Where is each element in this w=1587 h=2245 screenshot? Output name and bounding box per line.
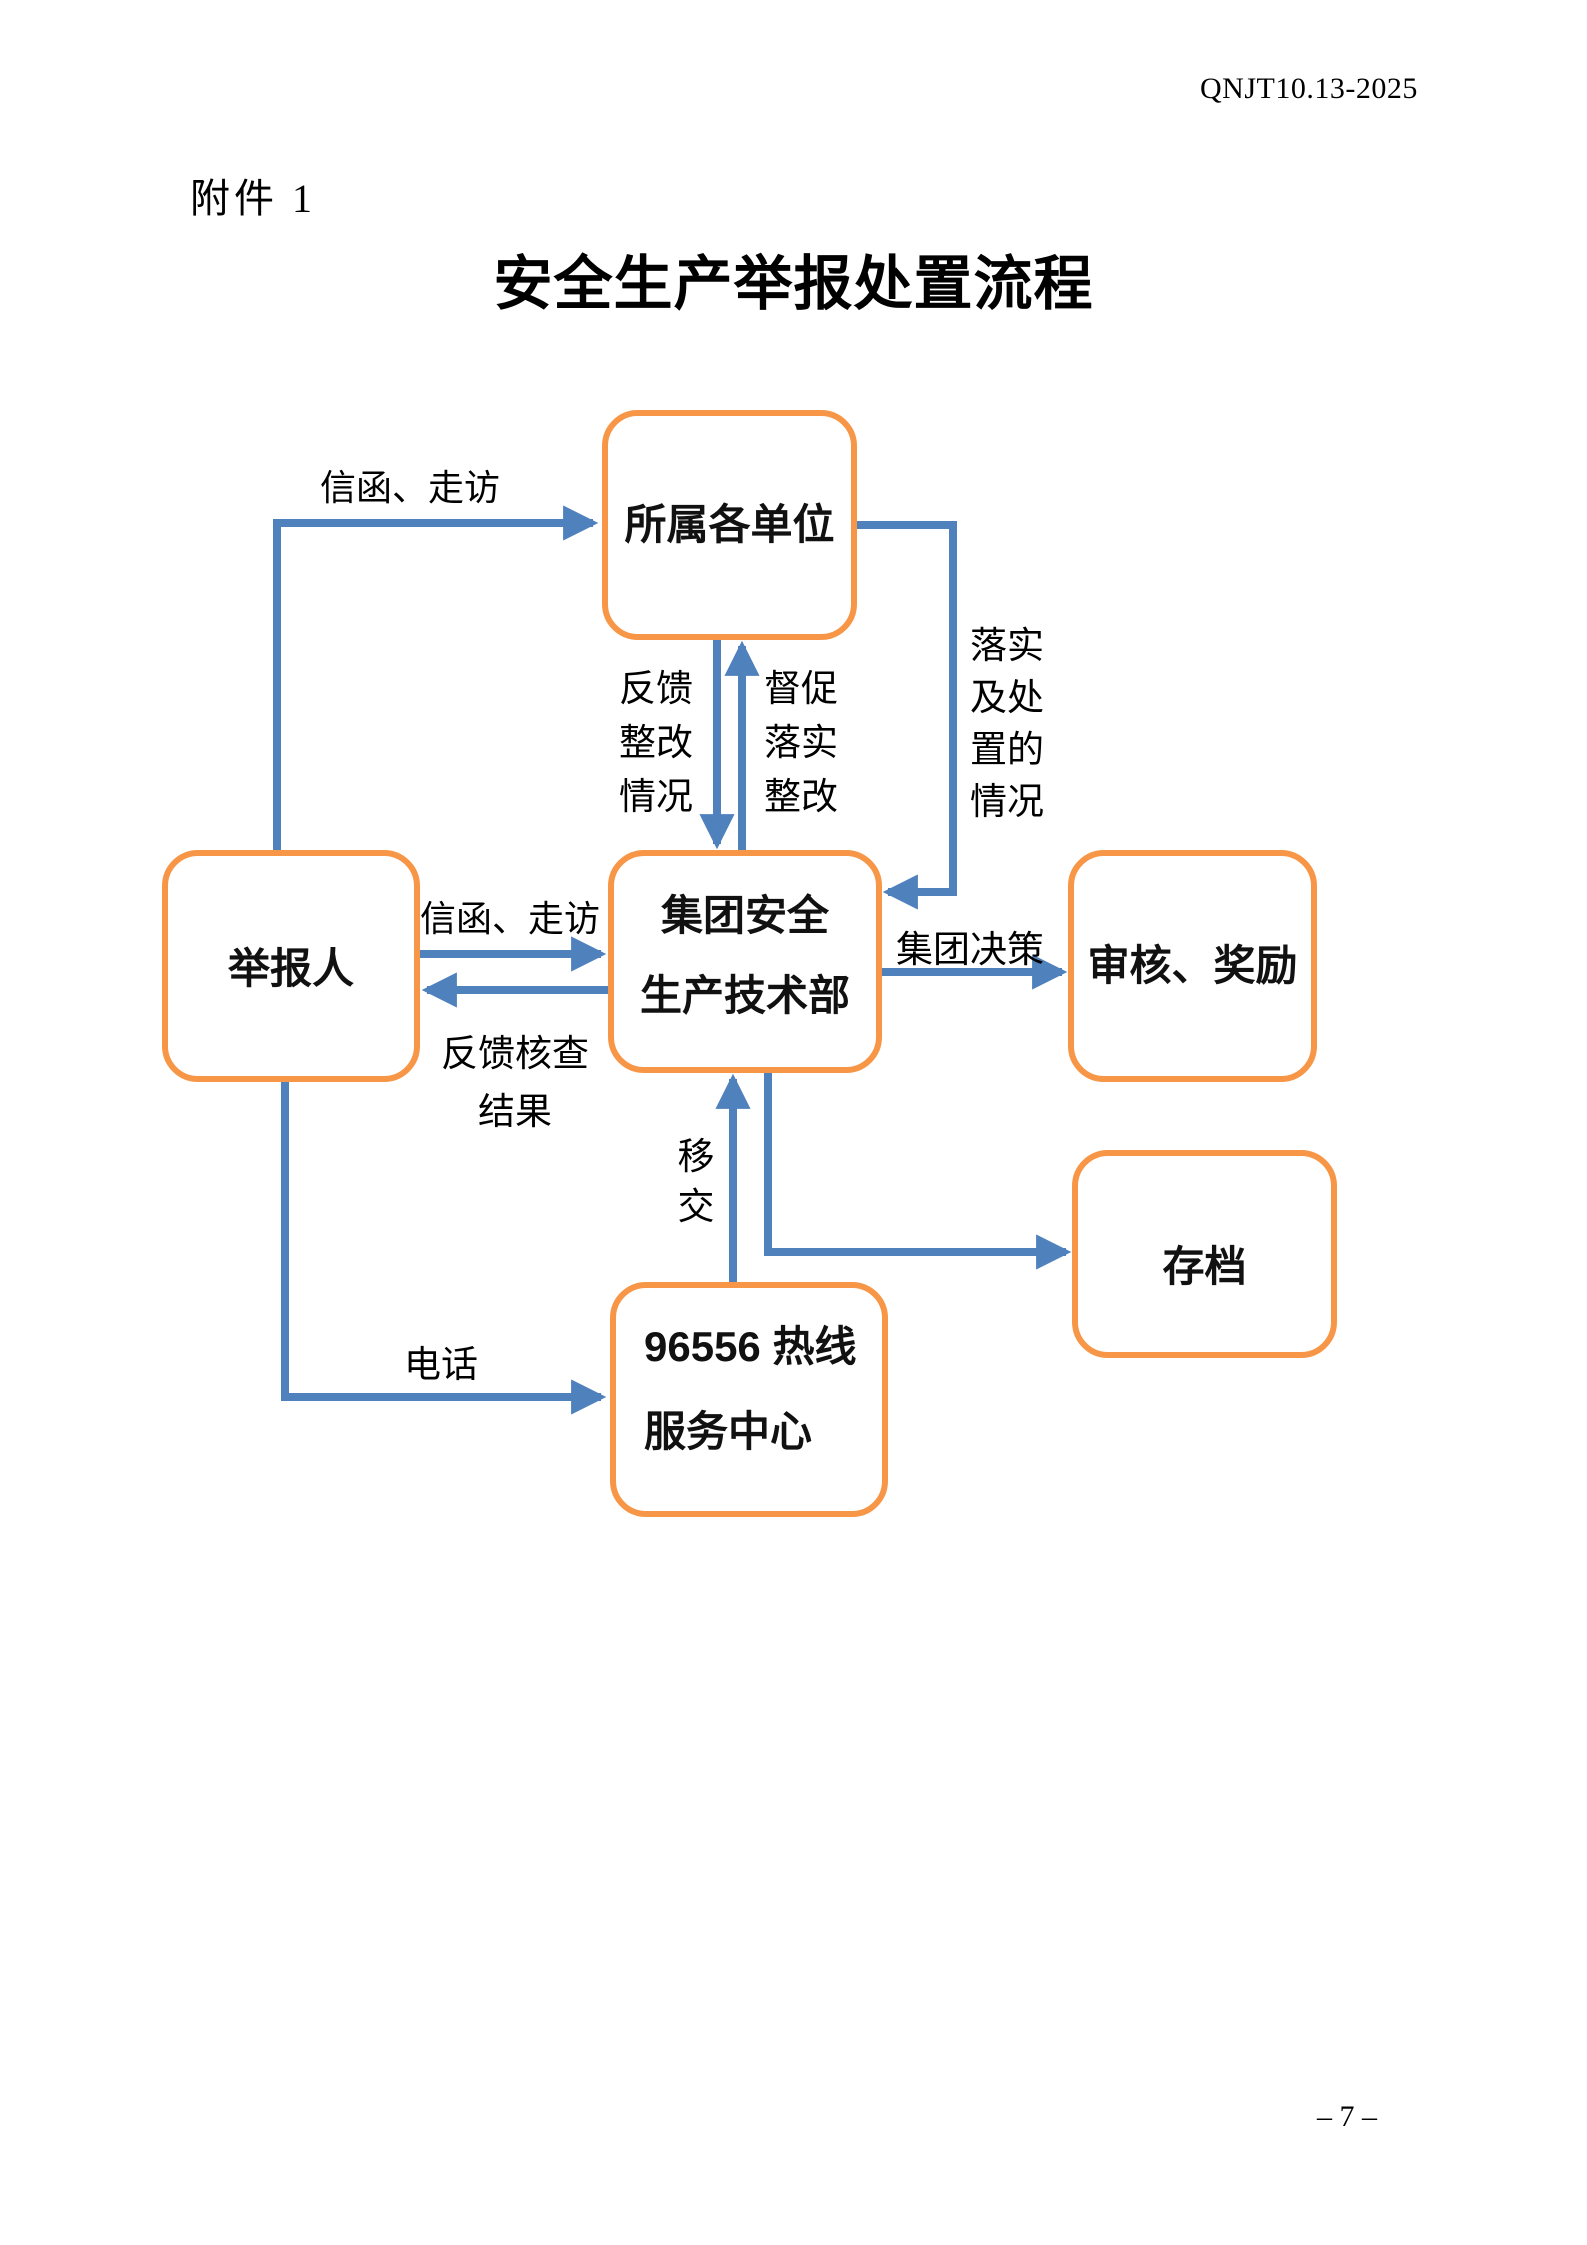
edge-label-implementation-status-l3: 置的	[970, 730, 1044, 771]
doc-code: QNJT10.13-2025	[1200, 72, 1418, 105]
edge-label-transfer: 移 交	[677, 1133, 715, 1233]
node-group-safety-dept-line1: 集团安全	[660, 891, 829, 939]
arrow-reporter-to-units	[273, 505, 599, 850]
edge-label-feedback-rectification-l1: 反馈	[619, 669, 693, 710]
edge-label-feedback-rectification: 反馈 整改 情况	[616, 663, 696, 825]
edge-label-group-decision: 集团决策	[896, 930, 1044, 971]
edge-label-feedback-rectification-l3: 情况	[619, 777, 693, 818]
edge-label-feedback-result-l1: 反馈核查	[441, 1034, 589, 1075]
edge-label-feedback-result-l2: 结果	[478, 1092, 552, 1133]
node-hotline-center-line2: 服务中心	[644, 1407, 813, 1455]
node-reporting-units: 所属各单位	[602, 410, 857, 640]
page-number: – 7 –	[1317, 2100, 1377, 2133]
edge-label-supervise-implement-l3: 整改	[764, 777, 838, 818]
edge-label-letter-visit-top: 信函、走访	[319, 468, 500, 508]
node-reporting-units-label: 所属各单位	[624, 500, 835, 548]
node-review-reward: 审核、奖励	[1068, 850, 1317, 1082]
edge-label-implementation-status-l4: 情况	[970, 782, 1044, 823]
edge-label-implementation-status: 落实 及处 置的 情况	[969, 621, 1045, 829]
edge-label-supervise-implement: 督促 落实 整改	[761, 663, 841, 825]
node-hotline-center: 96556 热线 服务中心	[610, 1282, 888, 1517]
node-archive-label: 存档	[1162, 1242, 1247, 1290]
node-group-safety-dept: 集团安全 生产技术部	[608, 850, 882, 1073]
edge-label-transfer-l2: 交	[677, 1187, 715, 1228]
edge-label-implementation-status-l1: 落实	[970, 626, 1044, 667]
node-hotline-center-line1: 96556 热线	[644, 1322, 857, 1370]
edge-label-letter-visit-mid: 信函、走访	[419, 899, 600, 939]
edge-label-supervise-implement-l2: 落实	[764, 723, 838, 764]
attachment-label: 附件 1	[190, 176, 316, 221]
page-title: 安全生产举报处置流程	[493, 251, 1094, 317]
edge-label-implementation-status-l2: 及处	[970, 678, 1044, 719]
edge-label-supervise-implement-l1: 督促	[764, 669, 838, 710]
node-group-safety-dept-line2: 生产技术部	[639, 971, 850, 1019]
edge-label-transfer-l1: 移	[677, 1137, 715, 1178]
edge-label-feedback-rectification-l2: 整改	[619, 723, 693, 764]
edge-label-phone: 电话	[404, 1345, 478, 1386]
node-reporter: 举报人	[162, 850, 420, 1082]
node-archive: 存档	[1072, 1150, 1337, 1358]
node-reporter-label: 举报人	[227, 944, 354, 992]
arrow-units-to-dept-status	[857, 521, 957, 910]
node-review-reward-label: 审核、奖励	[1087, 941, 1298, 989]
edge-label-feedback-result: 反馈核查 结果	[440, 1026, 590, 1142]
arrow-dept-to-archive	[764, 1073, 1072, 1270]
